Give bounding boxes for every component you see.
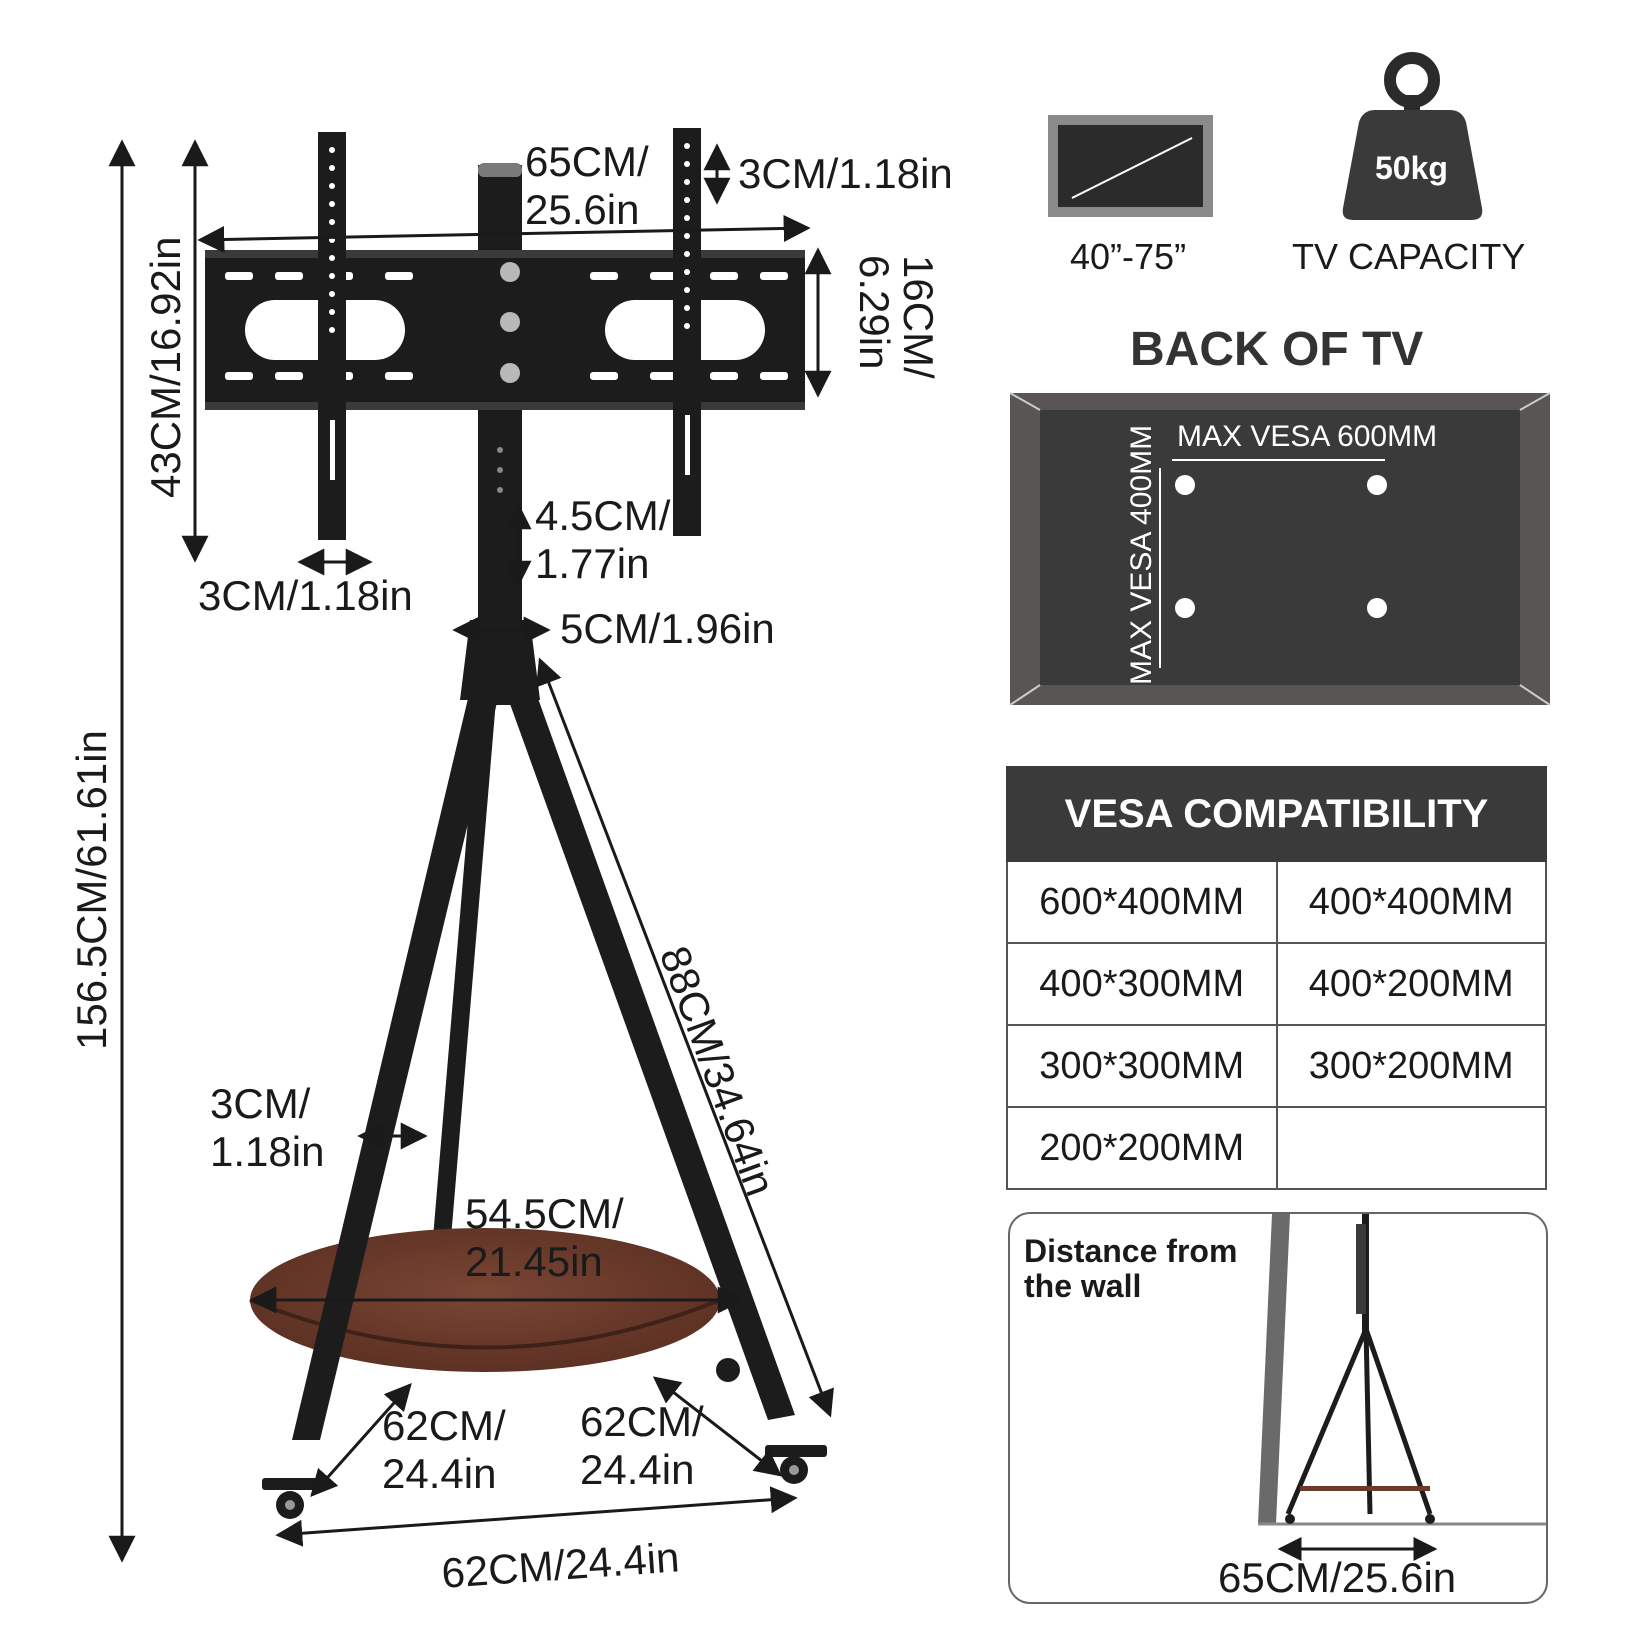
dim-base-right bbox=[652, 1376, 783, 1477]
table-cell: 300*300MM bbox=[1006, 1024, 1278, 1108]
table-row: 200*200MM bbox=[1006, 1106, 1547, 1190]
label-total-height: 156.5CM/61.61in bbox=[68, 730, 115, 1050]
label-mount-width-in: 25.6in bbox=[525, 186, 640, 234]
wall bbox=[1258, 1214, 1290, 1524]
wall-side-view bbox=[1258, 1214, 1546, 1561]
label-base-right-in: 24.4in bbox=[580, 1446, 695, 1494]
label-pole-diameter: 5CM/1.96in bbox=[560, 605, 775, 652]
wall-title-line1: Distance from bbox=[1024, 1233, 1238, 1269]
dim-mount-width bbox=[197, 214, 811, 254]
label-base-left-cm: 62CM/ bbox=[382, 1402, 506, 1449]
back-leg bbox=[432, 700, 496, 1250]
left-leg bbox=[292, 690, 500, 1440]
caster-left bbox=[262, 1478, 324, 1519]
right-bracket bbox=[673, 128, 701, 536]
table-cell: 400*300MM bbox=[1006, 942, 1278, 1026]
table-cell bbox=[1275, 1106, 1547, 1190]
table-row: 600*400MM 400*400MM bbox=[1006, 860, 1547, 944]
capacity-label: TV CAPACITY bbox=[1292, 236, 1526, 277]
label-shelf-diameter-in: 21.45in bbox=[465, 1238, 603, 1286]
label-bracket-width: 3CM/1.18in bbox=[198, 572, 413, 619]
label-mount-width: 65CM/ 25.6in bbox=[525, 138, 649, 235]
caster-right bbox=[765, 1445, 827, 1484]
table-cell: 400*400MM bbox=[1275, 860, 1547, 944]
max-vesa-vertical: MAX VESA 400MM bbox=[1125, 424, 1158, 685]
table-row: 400*300MM 400*200MM bbox=[1006, 942, 1547, 1026]
label-leg-width: 3CM/ 1.18in bbox=[210, 1080, 324, 1177]
left-bracket bbox=[318, 132, 346, 540]
label-base-left: 62CM/ 24.4in bbox=[382, 1402, 506, 1499]
dim-base-left bbox=[310, 1382, 412, 1498]
label-plate-height: 16CM/ 6.29in bbox=[850, 255, 942, 379]
table-cell: 300*200MM bbox=[1275, 1024, 1547, 1108]
wall-title: Distance from the wall bbox=[1024, 1233, 1238, 1305]
label-plate-height-in: 6.29in bbox=[850, 255, 898, 370]
back-of-tv-title: BACK OF TV bbox=[1130, 323, 1424, 376]
label-base-right: 62CM/ 24.4in bbox=[580, 1398, 704, 1495]
label-base-right-cm: 62CM/ bbox=[580, 1398, 704, 1445]
label-height-step: 4.5CM/ 1.77in bbox=[535, 492, 670, 589]
table-cell: 200*200MM bbox=[1006, 1106, 1278, 1190]
label-leg-width-cm: 3CM/ bbox=[210, 1080, 311, 1127]
weight-value: 50kg bbox=[1375, 150, 1448, 186]
label-mount-width-cm: 65CM/ bbox=[525, 138, 649, 185]
label-plate-height-cm: 16CM/ bbox=[895, 255, 942, 379]
table-row: 300*300MM 300*200MM bbox=[1006, 1024, 1547, 1108]
label-height-step-in: 1.77in bbox=[535, 540, 650, 588]
caster-mid bbox=[716, 1358, 740, 1382]
label-shelf-diameter-cm: 54.5CM/ bbox=[465, 1190, 624, 1237]
wall-distance-label: 65CM/25.6in bbox=[1218, 1554, 1457, 1601]
max-vesa-horizontal: MAX VESA 600MM bbox=[1177, 420, 1438, 453]
label-leg-width-in: 1.18in bbox=[210, 1128, 325, 1176]
wall-distance-panel: Distance from the wall 65CM/25.6in bbox=[1008, 1212, 1548, 1604]
table-cell: 400*200MM bbox=[1275, 942, 1547, 1026]
vesa-compatibility-table: VESA COMPATIBILITY 600*400MM 400*400MM 4… bbox=[1006, 766, 1547, 1190]
vesa-table-title: VESA COMPATIBILITY bbox=[1006, 766, 1547, 862]
table-cell: 600*400MM bbox=[1006, 860, 1278, 944]
wall-title-line2: the wall bbox=[1024, 1268, 1142, 1305]
label-shelf-diameter: 54.5CM/ 21.45in bbox=[465, 1190, 624, 1287]
label-bracket-top: 3CM/1.18in bbox=[738, 150, 953, 197]
dim-leg-length bbox=[536, 657, 834, 1418]
screen-size-label: 40”-75” bbox=[1070, 236, 1187, 277]
label-height-step-cm: 4.5CM/ bbox=[535, 492, 671, 539]
dim-base-front bbox=[275, 1486, 798, 1547]
label-base-left-in: 24.4in bbox=[382, 1450, 497, 1498]
label-mount-height: 43CM/16.92in bbox=[142, 236, 189, 499]
